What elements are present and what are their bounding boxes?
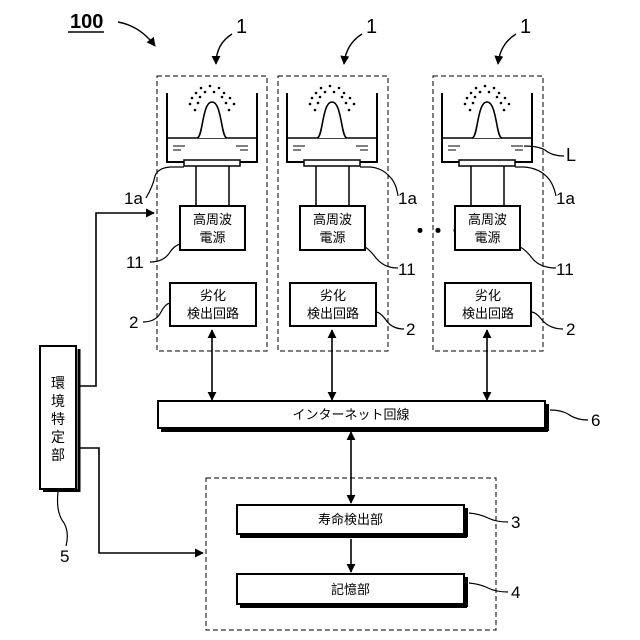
ref-label-unit-2: 1 <box>366 16 377 38</box>
ref-label-1a-left: 1a <box>124 189 143 208</box>
degrade-label-2a: 劣化 <box>320 289 346 304</box>
ref-label-2-left: 2 <box>129 313 138 332</box>
storage-label: 記憶部 <box>331 582 370 598</box>
ref-label-1a-right: 1a <box>556 189 575 208</box>
ref-label-unit-3: 1 <box>520 16 531 38</box>
ref-label-11-left: 11 <box>126 253 144 272</box>
ref-label-100: 100 <box>70 11 103 33</box>
atomizer-unit-3: 高周波 電源 劣化 検出回路 1 L 1a 11 2 <box>433 16 576 400</box>
power-label-2a: 高周波 <box>313 212 352 228</box>
ref-label-liquid: L <box>566 145 576 165</box>
degrade-label-3a: 劣化 <box>475 289 501 304</box>
power-label-3b: 電源 <box>474 231 500 246</box>
ref-label-2-right: 2 <box>566 320 575 339</box>
ref-label-3: 3 <box>511 513 520 532</box>
atomizer-unit-2: 高周波 電源 劣化 検出回路 1 1a 11 2 <box>278 16 417 400</box>
ref-label-2-mid: 2 <box>406 320 415 339</box>
degrade-label-1a: 劣化 <box>200 289 226 304</box>
atomizer-unit-1: 高周波 電源 劣化 検出回路 1 1a 11 2 <box>124 16 267 400</box>
power-label-3a: 高周波 <box>468 212 507 228</box>
ref-label-5: 5 <box>60 547 69 566</box>
ref-label-unit-1: 1 <box>236 16 247 38</box>
degrade-label-3b: 検出回路 <box>462 306 514 322</box>
ref-label-11-mid: 11 <box>398 260 416 279</box>
env-char-5: 部 <box>51 448 65 464</box>
internet-line-box: インターネット回線 6 <box>158 401 600 431</box>
env-char-4: 定 <box>51 430 65 446</box>
server-group: 寿命検出部 3 記憶部 4 <box>206 478 520 630</box>
power-label-1b: 電源 <box>199 231 225 246</box>
ref-label-1a-mid: 1a <box>398 189 417 208</box>
degrade-label-1b: 検出回路 <box>187 306 239 322</box>
life-detection-label: 寿命検出部 <box>318 512 383 528</box>
power-label-2b: 電源 <box>319 231 345 246</box>
env-char-3: 特 <box>51 412 65 428</box>
degrade-label-2b: 検出回路 <box>307 306 359 322</box>
ref-label-6: 6 <box>591 411 600 430</box>
environment-identification-box: 環 境 特 定 部 5 <box>40 346 80 566</box>
ref-label-4: 4 <box>511 583 520 602</box>
internet-label: インターネット回線 <box>292 407 409 423</box>
env-char-2: 境 <box>51 394 65 410</box>
power-label-1a: 高周波 <box>193 212 232 228</box>
ref-label-11-right: 11 <box>556 260 574 279</box>
env-char-1: 環 <box>51 376 65 392</box>
